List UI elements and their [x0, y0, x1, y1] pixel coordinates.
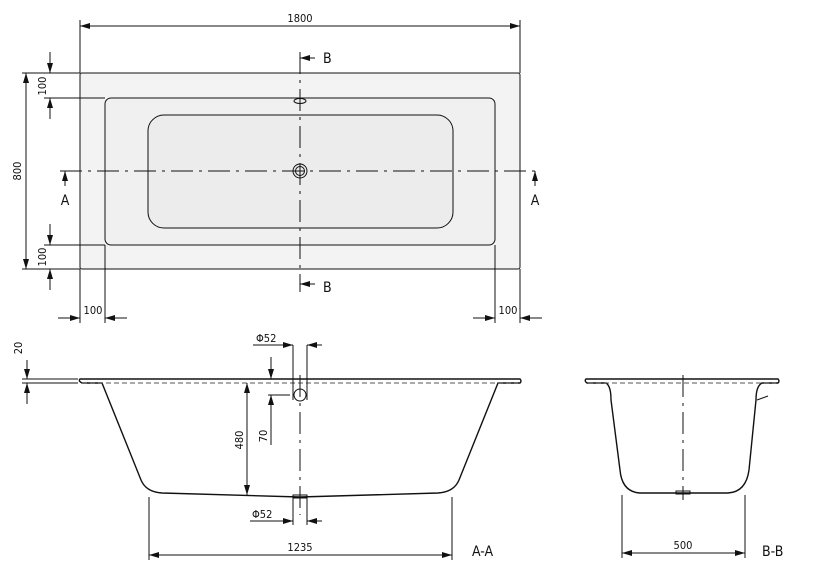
- rim-bottom-label: 100: [36, 248, 49, 267]
- overflow-icon: [293, 388, 307, 402]
- rim-left-label: 100: [84, 304, 103, 317]
- section-a-marker-left: A: [61, 193, 70, 209]
- section-a-a-label: A-A: [472, 544, 494, 560]
- tub-cross-section-profile: [584, 378, 780, 494]
- top-view: 1800 800 100 100 100 100 A A B: [11, 12, 542, 323]
- overflow-height-label: 70: [257, 430, 270, 443]
- section-b-b-label: B-B: [762, 544, 783, 560]
- bottom-width-label: 500: [674, 539, 693, 552]
- bottom-length-label: 1235: [287, 541, 312, 554]
- tub-section-profile: [78, 378, 522, 498]
- width-label: 800: [11, 162, 24, 181]
- section-b-marker-bottom: B: [323, 280, 332, 296]
- overflow-diameter-label: Φ52: [256, 332, 276, 345]
- rim-top-label: 100: [36, 77, 49, 96]
- depth-label: 480: [233, 431, 246, 450]
- length-label: 1800: [287, 12, 312, 25]
- section-a-a: 20 480 70 Φ52 Φ52 1235 A-A: [12, 332, 522, 560]
- rim-thickness-label: 20: [12, 342, 25, 355]
- section-b-b: 500 B-B: [584, 375, 783, 560]
- rim-right-label: 100: [499, 304, 518, 317]
- section-b-marker-top: B: [323, 51, 332, 67]
- section-a-marker-right: A: [531, 193, 540, 209]
- drain-diameter-label: Φ52: [252, 508, 272, 521]
